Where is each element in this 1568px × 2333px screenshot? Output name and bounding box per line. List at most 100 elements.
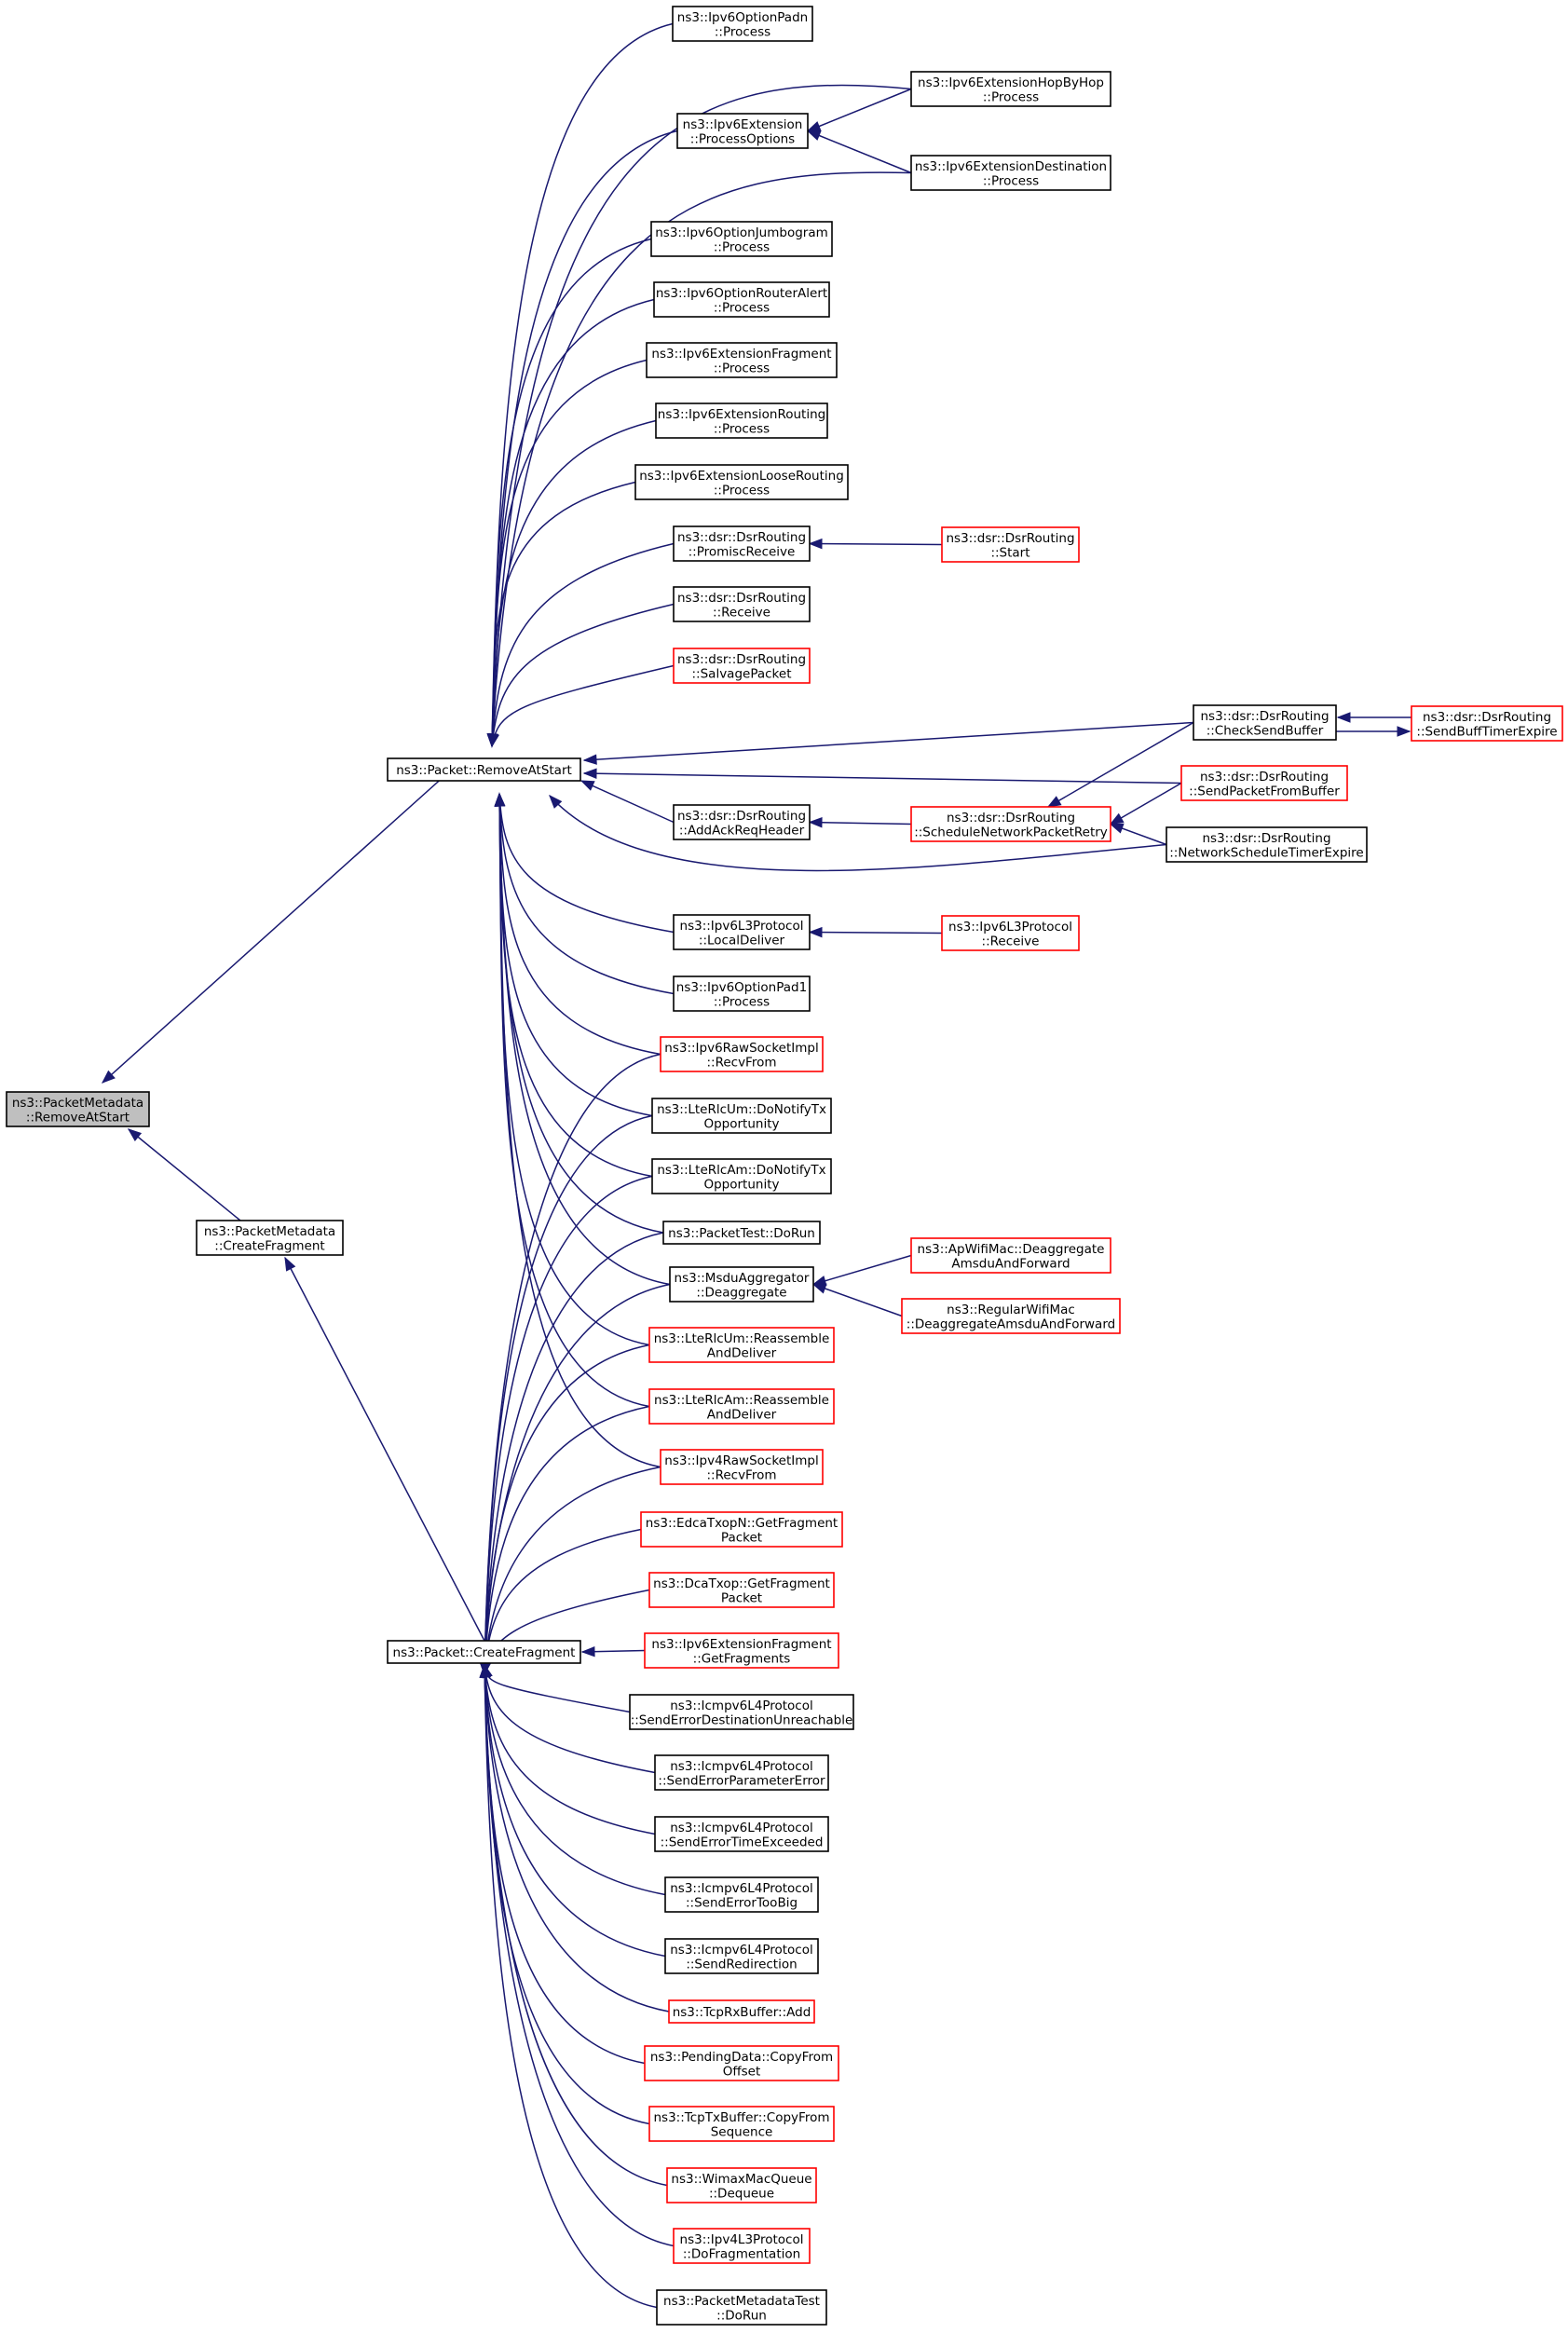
node-label: ns3::dsr::DsrRouting (1202, 831, 1330, 846)
node-a21[interactable]: ns3::Ipv4RawSocketImpl::RecvFrom (660, 1449, 824, 1485)
arrowhead (580, 1645, 595, 1658)
node-label: ns3::LteRlcAm::Reassemble (654, 1393, 829, 1408)
call-edge (491, 171, 912, 747)
node-label: Opportunity (703, 1116, 779, 1131)
node-label: ns3::ApWifiMac::Deaggregate (918, 1242, 1105, 1257)
node-label: ns3::TcpTxBuffer::CopyFrom (654, 2110, 830, 2125)
node-label: ::Process (714, 421, 770, 436)
arrowhead (806, 130, 822, 141)
call-edge (484, 1232, 664, 1675)
node-box (673, 804, 811, 840)
node-a10[interactable]: ns3::dsr::DsrRouting::SalvagePacket (673, 648, 811, 684)
call-edge (484, 1664, 670, 2012)
node-label: ::DeaggregateAmsduAndForward (907, 1317, 1115, 1331)
node-b5[interactable]: ns3::Icmpv6L4Protocol::SendErrorParamete… (654, 1754, 829, 1791)
node-b7[interactable]: ns3::Icmpv6L4Protocol::SendErrorTooBig (664, 1876, 819, 1913)
node-a18[interactable]: ns3::MsduAggregator::Deaggregate (669, 1266, 814, 1303)
node-c6[interactable]: ns3::ApWifiMac::DeaggregateAmsduAndForwa… (910, 1237, 1111, 1274)
node-box (650, 221, 833, 257)
call-edge (491, 419, 657, 747)
node-d2[interactable]: ns3::dsr::DsrRouting::SendPacketFromBuff… (1180, 765, 1348, 801)
node-label: Sequence (711, 2124, 773, 2139)
node-a17[interactable]: ns3::PacketTest::DoRun (662, 1221, 821, 1245)
call-edge (809, 821, 912, 825)
node-e1[interactable]: ns3::dsr::DsrRouting::SendBuffTimerExpir… (1411, 705, 1563, 742)
node-n2[interactable]: ns3::PacketMetadata::CreateFragment (196, 1220, 344, 1256)
node-label: ::CreateFragment (214, 1238, 324, 1253)
node-label: AmsduAndForward (951, 1256, 1070, 1271)
node-b6[interactable]: ns3::Icmpv6L4Protocol::SendErrorTimeExce… (654, 1816, 829, 1852)
node-box (648, 1572, 835, 1608)
node-box (660, 1036, 824, 1072)
arrowhead (811, 1283, 827, 1294)
node-c7[interactable]: ns3::RegularWifiMac::DeaggregateAmsduAnd… (901, 1298, 1121, 1334)
call-edge (498, 793, 675, 934)
node-c4[interactable]: ns3::dsr::DsrRouting::ScheduleNetworkPac… (910, 806, 1111, 842)
node-n3[interactable]: ns3::Packet::CreateFragment (387, 1640, 581, 1664)
node-a13[interactable]: ns3::Ipv6OptionPad1::Process (673, 975, 811, 1012)
node-b9[interactable]: ns3::TcpRxBuffer::Add (668, 1999, 815, 2024)
call-edge (484, 1664, 631, 1713)
node-label: ns3::dsr::DsrRouting (946, 531, 1074, 546)
node-b14[interactable]: ns3::PacketMetadataTest::DoRun (656, 2289, 827, 2326)
node-n1[interactable]: ns3::Packet::RemoveAtStart (387, 757, 581, 782)
node-label: ns3::PacketTest::DoRun (668, 1226, 815, 1241)
node-c3[interactable]: ns3::dsr::DsrRouting::Start (941, 526, 1080, 563)
node-label: ::Deaggregate (696, 1285, 786, 1300)
node-a1[interactable]: ns3::Ipv6OptionPadn::Process (672, 6, 813, 42)
node-c1[interactable]: ns3::Ipv6ExtensionHopByHop::Process (910, 71, 1111, 107)
call-edge (484, 1664, 656, 1774)
node-d3[interactable]: ns3::dsr::DsrRouting::NetworkScheduleTim… (1166, 826, 1368, 863)
node-label: ::SendPacketFromBuffer (1189, 784, 1340, 798)
node-d1[interactable]: ns3::dsr::DsrRouting::CheckSendBuffer (1193, 704, 1337, 741)
node-n0[interactable]: ns3::PacketMetadata::RemoveAtStart (6, 1091, 150, 1127)
node-box (655, 402, 828, 439)
node-label: ns3::PacketMetadata (204, 1224, 335, 1239)
node-a9[interactable]: ns3::dsr::DsrRouting::Receive (673, 586, 811, 622)
node-box (196, 1220, 344, 1256)
node-a11[interactable]: ns3::dsr::DsrRouting::AddAckReqHeader (673, 804, 811, 840)
node-label: ::DoRun (716, 2308, 767, 2323)
node-label: ::RecvFrom (706, 1055, 776, 1070)
arrowhead (549, 794, 563, 809)
node-label: ns3::dsr::DsrRouting (1200, 709, 1329, 724)
node-a3[interactable]: ns3::Ipv6OptionJumbogram::Process (650, 221, 833, 257)
node-a12[interactable]: ns3::Ipv6L3Protocol::LocalDeliver (673, 914, 811, 950)
node-b12[interactable]: ns3::WimaxMacQueue::Dequeue (666, 2167, 817, 2203)
node-a8[interactable]: ns3::dsr::DsrRouting::PromiscReceive (673, 525, 811, 562)
node-a2[interactable]: ns3::Ipv6Extension::ProcessOptions (676, 113, 809, 149)
node-box (1193, 704, 1337, 741)
node-a5[interactable]: ns3::Ipv6ExtensionFragment::Process (646, 342, 838, 378)
node-a7[interactable]: ns3::Ipv6ExtensionLooseRouting::Process (634, 464, 849, 500)
arrowhead (808, 926, 823, 938)
node-c5[interactable]: ns3::Ipv6L3Protocol::Receive (941, 915, 1080, 951)
node-b3[interactable]: ns3::Ipv6ExtensionFragment::GetFragments (644, 1632, 839, 1669)
call-edge (583, 721, 1194, 761)
node-label: ::CheckSendBuffer (1207, 723, 1324, 738)
node-label: ns3::PacketMetadataTest (663, 2294, 820, 2309)
node-b4[interactable]: ns3::Icmpv6L4Protocol::SendErrorDestinat… (629, 1694, 854, 1730)
node-label: ::SendRedirection (686, 1957, 797, 1971)
call-edge (484, 1405, 650, 1675)
arrowhead (284, 1256, 296, 1272)
call-edge (491, 664, 675, 747)
node-b13[interactable]: ns3::Ipv4L3Protocol::DoFragmentation (673, 2228, 811, 2264)
node-a4[interactable]: ns3::Ipv6OptionRouterAlert::Process (653, 281, 830, 318)
node-label: ns3::Icmpv6L4Protocol (670, 1821, 813, 1835)
node-a14[interactable]: ns3::Ipv6RawSocketImpl::RecvFrom (660, 1036, 824, 1072)
node-box (668, 1999, 815, 2024)
node-box (656, 2289, 827, 2326)
call-edge (580, 780, 675, 824)
node-b8[interactable]: ns3::Icmpv6L4Protocol::SendRedirection (664, 1938, 819, 1974)
node-c2[interactable]: ns3::Ipv6ExtensionDestination::Process (910, 155, 1111, 191)
node-label: ns3::Ipv4L3Protocol (680, 2232, 804, 2247)
node-a6[interactable]: ns3::Ipv6ExtensionRouting::Process (655, 402, 828, 439)
